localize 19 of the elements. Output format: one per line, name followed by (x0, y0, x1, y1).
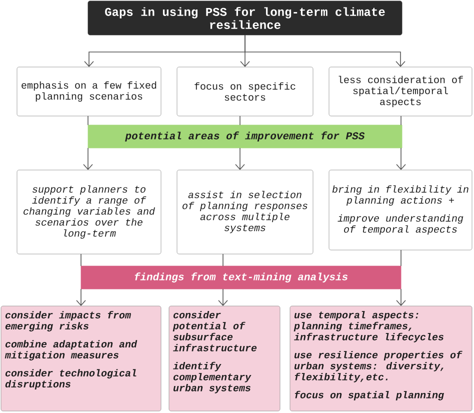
gap-box: less consideration of spatial/temporal aspects (328, 66, 472, 116)
findings-band: findings from text-mining analysis (80, 266, 402, 290)
gap-box: focus on specific sectors (176, 66, 314, 116)
arrow (218, 288, 228, 306)
title-box: Gaps in using PSS for long-term climate resilience (88, 0, 402, 36)
arrow (244, 34, 406, 67)
gap-box: emphasis on a few fixed planning scenarios (16, 66, 162, 116)
arrow (396, 288, 406, 306)
improvement-box: assist in selection of planning responses across multiple systems (176, 170, 314, 254)
findings-box: use temporal aspects: planning timeframes, infrastructure lifecycles use resilience properties of urban systems: diversity, flexibility,etc. focus on spatial planning (290, 306, 472, 412)
arrow (83, 148, 93, 170)
arrow (235, 148, 245, 170)
arrow (76, 288, 86, 306)
arrow (396, 148, 406, 170)
improvement-band: potential areas of improvement for PSS (88, 124, 402, 148)
improvement-box: support planners to identify a range of changing variables and scenarios over the long-term (16, 170, 162, 254)
findings-box: consider impacts from emerging risks combine adaptation and mitigation measures consider technological disruptions (0, 306, 162, 412)
improvement-box: bring in flexibility in planning actions + improve understanding of temporal aspects (328, 170, 472, 250)
findings-box: consider potential of subsurface infrastructure identify complementary urban systems (168, 306, 280, 412)
